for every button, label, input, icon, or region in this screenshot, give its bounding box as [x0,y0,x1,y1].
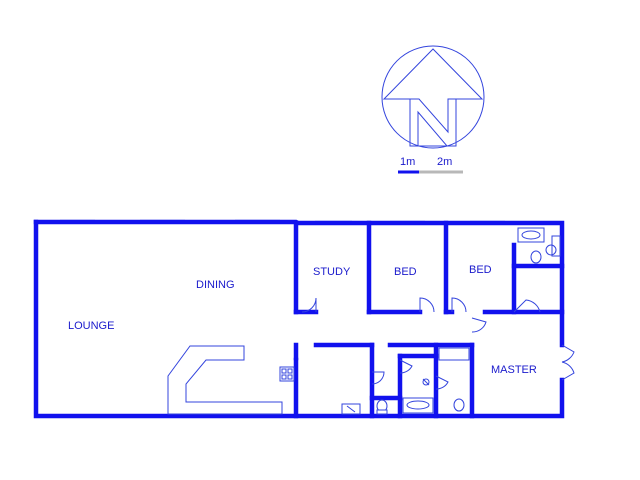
kitchen-counter [167,345,295,415]
room-label-bed-1: BED [394,266,417,278]
doors [301,297,575,390]
walls [33,219,565,419]
room-label-bed-2: BED [469,264,492,276]
room-label-study: STUDY [313,266,351,278]
room-label-lounge: LOUNGE [68,320,114,332]
north-arrow-icon [381,45,485,149]
room-label-dining: DINING [196,279,235,291]
scale-label-1m: 1m [400,156,415,168]
room-label-master: MASTER [491,364,537,376]
scale-bar: 1m 2m [398,156,463,174]
bathroom-fixtures [341,227,561,415]
scale-label-2m: 2m [437,156,452,168]
